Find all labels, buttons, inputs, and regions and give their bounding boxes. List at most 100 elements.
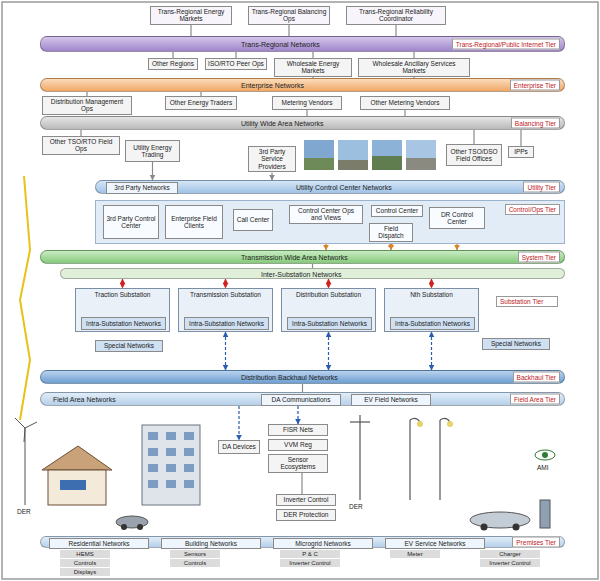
tier-label: Control/Ops Tier	[505, 204, 560, 215]
component-box: 3rd Party Control Center	[103, 205, 159, 239]
network-band: Trans-Regional Networks Trans-Regional/Pu…	[40, 36, 565, 52]
node-text: Intra-Substation Networks	[189, 320, 264, 327]
node-text: Inter-Substation Networks	[261, 270, 342, 277]
device-label: Charger	[480, 550, 540, 558]
tier-panel: Control/Ops Tier 3rd Party Control Center…	[95, 200, 565, 244]
node-text: Other TSO/RTO Field Ops	[45, 138, 117, 153]
node-text: Trans-Regional Energy Markets	[153, 8, 229, 23]
node-text: Distribution Substation	[284, 291, 373, 298]
node-text: Control Center Ops and Views	[292, 207, 360, 222]
component-box: Intra-Substation Networks	[81, 317, 166, 330]
tier-tag: System Tier	[518, 252, 560, 263]
connector	[473, 130, 474, 144]
node-text: Intra-Substation Networks	[292, 320, 367, 327]
node-text: Sensor Ecosystems	[271, 456, 325, 471]
component-box: Distribution Management Ops	[42, 96, 132, 115]
device-label: P & C	[280, 550, 340, 558]
node-text: Utility Control Center Networks	[296, 184, 392, 191]
tier-tag: Field Area Tier	[510, 394, 560, 405]
node-text: Other TSO/DSO Field Offices	[449, 148, 499, 163]
tier-tag: Backhaul Tier	[513, 372, 560, 383]
component-box: Intra-Substation Networks	[184, 317, 269, 330]
node-text: Field Area Networks	[53, 396, 116, 403]
part-label: AMI	[536, 464, 550, 471]
component-box: Trans-Regional Energy Markets	[150, 6, 232, 25]
node-text: Building Networks	[185, 540, 237, 547]
tier-label: Field Area Tier	[514, 396, 556, 403]
component-box: Intra-Substation Networks	[390, 317, 475, 330]
node-text: VVM Reg	[284, 441, 312, 448]
connector	[328, 279, 329, 288]
component-box: VVM Reg	[268, 439, 328, 451]
component-box: 3rd Party Service Providers	[248, 146, 296, 172]
node-text: 3rd Party Service Providers	[251, 148, 293, 170]
component-box: Residential Networks	[49, 538, 149, 549]
node-text: HEMS	[76, 551, 93, 557]
component-box: 3rd Party Networks	[106, 182, 178, 194]
component-box: Special Networks	[482, 338, 550, 350]
node-text: Special Networks	[104, 342, 154, 349]
node-text: Metering Vendors	[282, 99, 333, 106]
connector	[431, 279, 432, 288]
network-band: Transmission Wide Area NetworksSystem Ti…	[40, 250, 565, 264]
node-text: Intra-Substation Networks	[86, 320, 161, 327]
node-text: Distribution Management Ops	[45, 98, 129, 113]
node-text: Inverter Control	[289, 560, 330, 566]
node-text: Trans-Regional Reliability Coordinator	[349, 8, 443, 23]
connector	[225, 332, 226, 370]
network-band: Utility Control Center NetworksUtility T…	[95, 180, 565, 194]
node-text: Utility Wide Area Networks	[241, 120, 323, 127]
node-text: DA Communications	[272, 396, 331, 403]
node-text: 3rd Party Control Center	[106, 215, 156, 230]
node-text: FISR Nets	[283, 426, 313, 433]
node-text: DER Protection	[284, 511, 329, 518]
part-label: DER	[16, 508, 32, 515]
component-box: DA Communications	[261, 394, 341, 406]
tier-tag: Enterprise Tier	[510, 80, 560, 91]
connector	[225, 279, 226, 288]
connector	[395, 25, 396, 36]
tier-tag: Balancing Tier	[511, 118, 560, 129]
network-band: Enterprise Networks Enterprise Tier	[40, 78, 565, 92]
node-text: Transmission Substation	[181, 291, 270, 298]
node-text: Controls	[74, 560, 96, 566]
component-box: Other Metering Vendors	[360, 96, 450, 110]
node-text: Enterprise Field Clients	[168, 215, 220, 230]
component-box: Control Center Ops and Views	[289, 205, 363, 224]
component-box: Utility Energy Trading	[125, 140, 180, 162]
node-text: Other Regions	[152, 60, 194, 67]
tier-label: Trans-Regional/Public Internet Tier	[456, 41, 556, 48]
node-text: Trans-Regional Networks	[241, 41, 320, 48]
connector	[122, 279, 123, 288]
node-text: Controls	[184, 560, 206, 566]
node-text: Enterprise Networks	[241, 82, 304, 89]
substation-box: Nth SubstationIntra-Substation Networks	[384, 288, 479, 332]
node-text: Displays	[74, 569, 97, 575]
device-label: Controls	[170, 559, 220, 567]
component-box: FISR Nets	[268, 424, 328, 436]
component-box: EV Service Networks	[385, 538, 485, 549]
component-box: Control Center	[371, 205, 423, 217]
device-label: Meter	[390, 550, 440, 558]
connector	[238, 406, 239, 440]
node-text: Wholesale Ancillary Services Markets	[361, 60, 467, 75]
network-band: Distribution Backhaul Networks Backhaul T…	[40, 370, 565, 384]
tier-label: Substation Tier	[500, 298, 543, 305]
node-text: Charger	[499, 551, 521, 557]
node-text: EV Field Networks	[364, 396, 417, 403]
node-text: Distribution Backhaul Networks	[241, 374, 338, 381]
component-box: ISO/RTO Peer Ops	[205, 58, 267, 70]
network-band: Utility Wide Area Networks Balancing Tier	[40, 116, 565, 130]
tier-label: System Tier	[522, 254, 556, 261]
device-label: Inverter Control	[280, 559, 340, 567]
network-band: Inter-Substation Networks	[60, 268, 565, 279]
tier-tag: Substation Tier	[496, 296, 558, 307]
component-box: Wholesale Ancillary Services Markets	[358, 58, 470, 77]
component-box: Metering Vendors	[272, 96, 342, 110]
node-text: Other Metering Vendors	[370, 99, 439, 106]
substation-box: Distribution SubstationIntra-Substation …	[281, 288, 376, 332]
node-text: IPPs	[514, 148, 528, 155]
device-label: Inverter Control	[480, 559, 540, 567]
device-label: Sensors	[170, 550, 220, 558]
component-box: EV Field Networks	[351, 394, 431, 406]
